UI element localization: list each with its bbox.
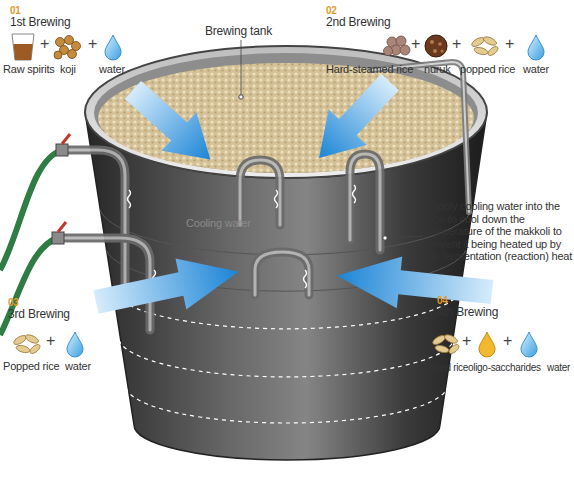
water-drop xyxy=(67,332,83,357)
input-arrow xyxy=(116,71,228,179)
part-name: Brewing tank xyxy=(205,25,272,38)
steamed-rice-icon xyxy=(384,36,411,56)
ingredient-label: popped rice xyxy=(460,63,515,76)
ingredient-label: nuruk xyxy=(424,63,451,76)
water-drop xyxy=(521,332,537,357)
flow-mark xyxy=(275,190,278,208)
part-name: Cooling water xyxy=(186,217,251,230)
valve-handle xyxy=(58,222,66,232)
nuruk-icon xyxy=(425,35,447,57)
step-heading: 1st Brewing xyxy=(10,16,71,29)
dashed-line xyxy=(119,340,454,377)
pipe-highlight xyxy=(240,160,280,225)
cooling-pipe xyxy=(240,160,280,225)
popped-rice-icon xyxy=(12,333,41,355)
plus-sign: + xyxy=(46,334,55,347)
water-drop xyxy=(105,35,121,60)
cooling-pipe xyxy=(350,154,380,250)
dashed-line xyxy=(126,388,447,423)
step-heading: 2nd Brewing xyxy=(326,16,391,29)
input-arrow xyxy=(300,64,409,176)
popped-rice-icon xyxy=(431,333,460,355)
pipe-highlight xyxy=(255,252,309,295)
pipe-highlight xyxy=(62,150,125,285)
cooling-pipe xyxy=(62,150,125,285)
hose xyxy=(0,150,62,270)
spirits-liquid xyxy=(14,44,33,60)
plus-sign: + xyxy=(452,37,461,50)
ingredient-label: Popped rice xyxy=(418,361,468,374)
ingredient-label: water xyxy=(99,63,125,76)
ingredient-label: water xyxy=(547,361,570,374)
ingredient-label: oligo-saccharides xyxy=(468,361,541,374)
valve-handle xyxy=(62,134,70,144)
cooling-pipe xyxy=(255,252,309,295)
plus-sign: + xyxy=(505,37,514,50)
flow-mark xyxy=(128,190,131,208)
leader-line xyxy=(386,236,423,238)
ingredient-label: Raw spirits xyxy=(3,63,55,76)
input-arrow xyxy=(91,246,244,327)
valve xyxy=(52,232,64,244)
leader-line xyxy=(241,40,242,96)
tank-rim xyxy=(85,46,487,178)
ingredient-label: Hard-steamed rice xyxy=(326,63,413,76)
plus-sign: + xyxy=(503,334,512,347)
flow-mark xyxy=(353,185,356,203)
plus-sign: + xyxy=(462,334,471,347)
ingredient-label: Popped rice xyxy=(3,360,60,373)
popped-rice-icon xyxy=(470,35,499,57)
koji-icon xyxy=(54,36,81,60)
step-heading: 3rd Brewing xyxy=(8,308,70,321)
pipe-highlight xyxy=(350,154,380,250)
note-text: Supply cooling water into the pipe to co… xyxy=(425,200,574,263)
valve xyxy=(56,144,68,156)
plus-sign: + xyxy=(88,37,97,50)
leader-dot xyxy=(239,95,243,99)
ingredient-label: water xyxy=(523,63,549,76)
ingredient-label: koji xyxy=(60,63,76,76)
oil-drop xyxy=(479,332,495,357)
nuruk-spots xyxy=(430,40,444,53)
ingredient-label: water xyxy=(65,360,91,373)
glass-icon xyxy=(12,34,34,60)
leader-dot xyxy=(383,236,387,240)
water-drop xyxy=(528,35,544,60)
step-heading: 4th Brewing xyxy=(437,306,498,319)
flow-mark xyxy=(304,270,307,288)
plus-sign: + xyxy=(40,37,49,50)
plus-sign: + xyxy=(411,37,420,50)
